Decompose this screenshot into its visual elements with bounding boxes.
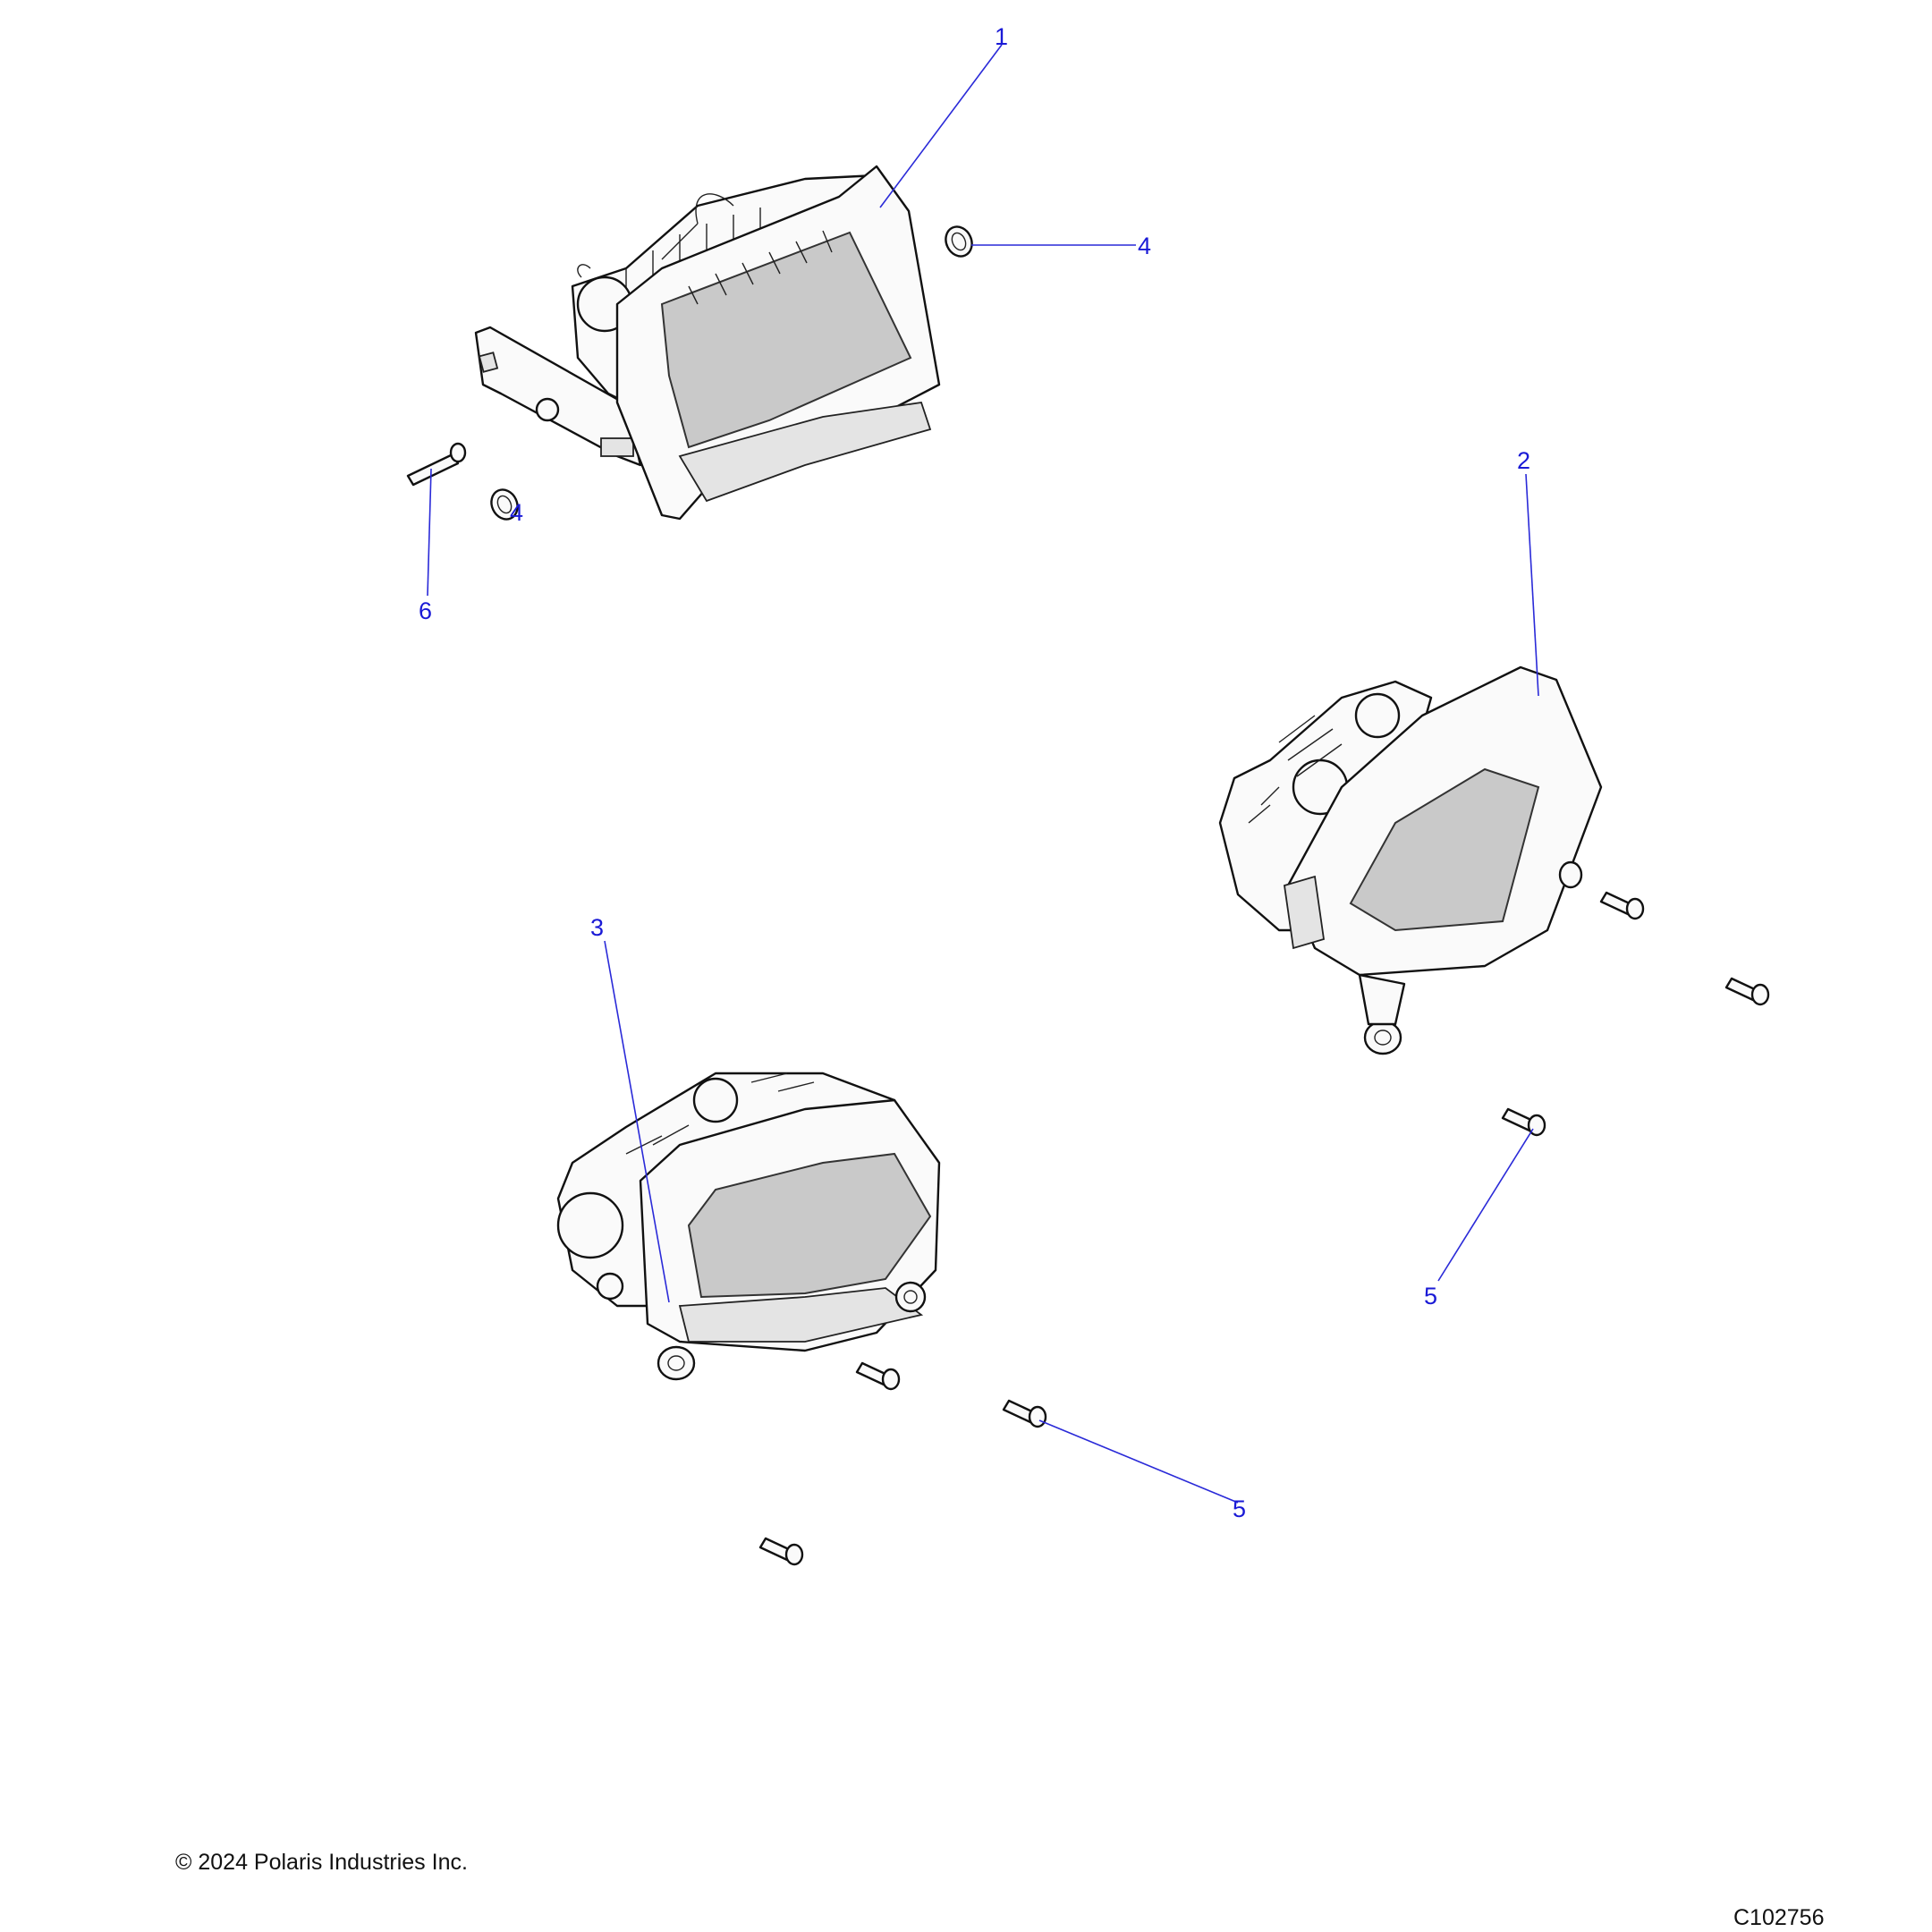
screw-5-left-c <box>758 1537 804 1566</box>
screw-5-left-a <box>855 1361 901 1391</box>
left-headlight-assembly <box>556 1072 941 1381</box>
figure-id: C102756 <box>1733 1905 1825 1930</box>
callout-5-left: 5 <box>1233 1496 1246 1522</box>
callout-5-right: 5 <box>1424 1283 1437 1309</box>
leader-6 <box>427 468 432 597</box>
callout-4-lower: 4 <box>510 499 523 526</box>
washer-4-lower <box>490 488 519 521</box>
pin-6 <box>406 442 467 487</box>
callout-1: 1 <box>995 23 1008 50</box>
screw-5-right-a <box>1599 891 1645 920</box>
washer-4-upper <box>945 225 973 258</box>
callout-3: 3 <box>590 914 604 941</box>
leader-5-left <box>1038 1419 1239 1504</box>
screw-5-right-c <box>1501 1107 1546 1137</box>
callout-2: 2 <box>1517 447 1530 474</box>
leader-1 <box>879 44 1003 208</box>
right-headlight-assembly <box>1218 665 1603 1055</box>
leader-5-right <box>1437 1128 1534 1282</box>
center-headlight-assembly <box>474 165 941 521</box>
leader-2 <box>1525 473 1539 697</box>
copyright-notice: © 2024 Polaris Industries Inc. <box>175 1850 468 1875</box>
screw-5-right-b <box>1724 977 1770 1006</box>
callout-4-upper: 4 <box>1138 233 1151 259</box>
callout-6: 6 <box>419 597 432 624</box>
screw-5-left-b <box>1002 1399 1047 1428</box>
leader-3 <box>604 940 670 1303</box>
